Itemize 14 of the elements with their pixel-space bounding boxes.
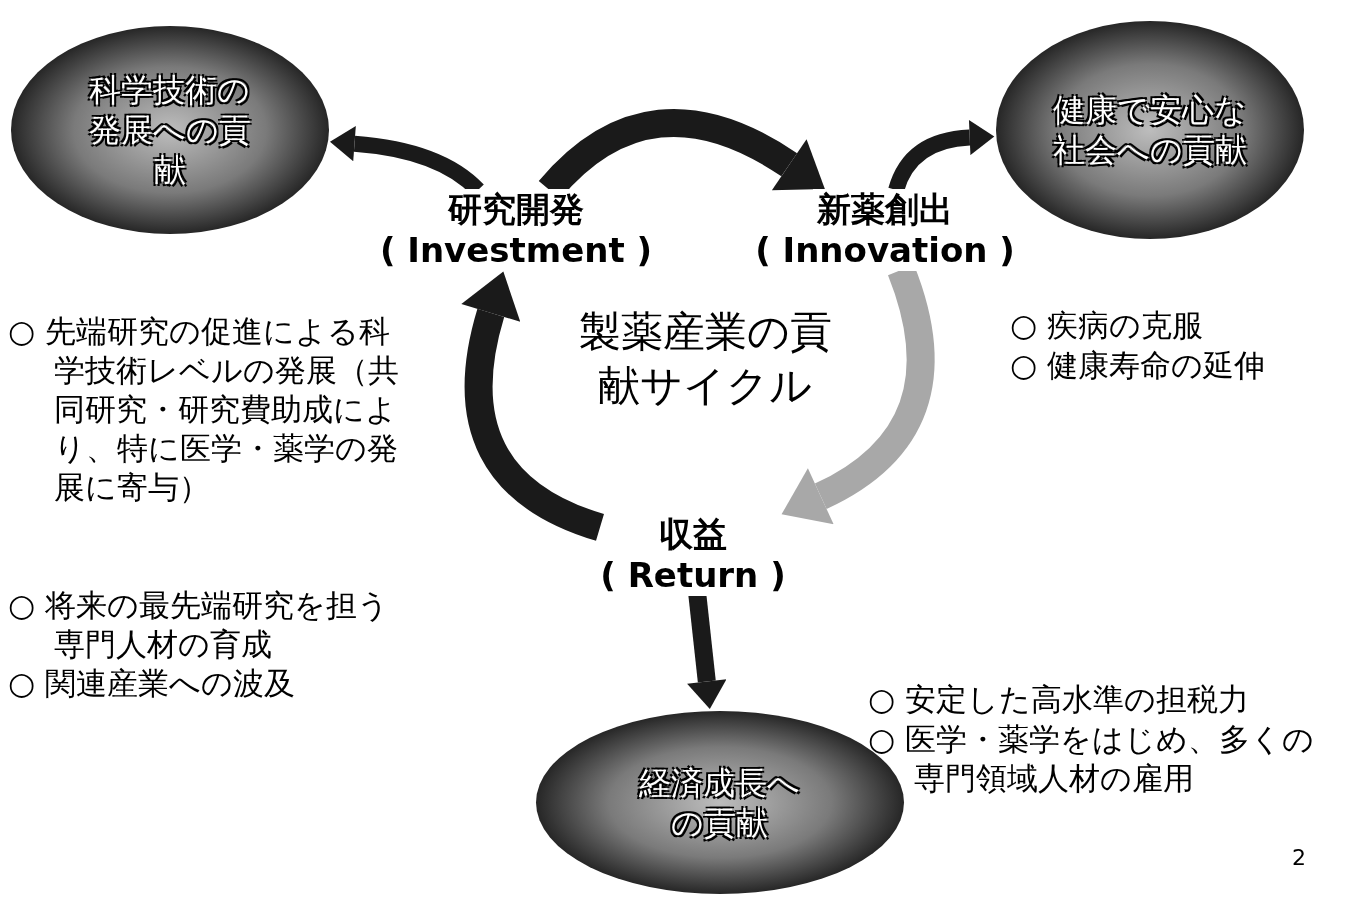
bullet-text: ○ 関連産業への波及 bbox=[8, 664, 296, 703]
node-text: 健康で安心な社会への貢献 bbox=[1052, 90, 1248, 170]
page-number: 2 bbox=[1292, 845, 1307, 870]
bullet-text: ○ 先端研究の促進による科学技術レベルの発展（共同研究・研究費助成により、特に医学・薬学の発展に寄与） bbox=[8, 312, 400, 507]
node-text: 経済成長への貢献 bbox=[638, 762, 802, 843]
cycle-title: 製薬産業の貢献サイクル bbox=[577, 306, 833, 412]
bullet-text: ○ 医学・薬学をはじめ、多くの専門領域人材の雇用 bbox=[868, 720, 1315, 798]
arrow bbox=[461, 271, 605, 541]
bullet-text: ○ 安定した高水準の担税力 bbox=[868, 680, 1250, 719]
arrow bbox=[687, 594, 727, 710]
bullet-text: ○ 疾病の克服 bbox=[1010, 306, 1204, 345]
bullet-text: ○ 将来の最先端研究を担う専門人材の育成 bbox=[8, 586, 390, 664]
bullet-text: ○ 健康寿命の延伸 bbox=[1010, 346, 1266, 385]
node-text: 科学技術の発展への貢献 bbox=[88, 70, 252, 190]
